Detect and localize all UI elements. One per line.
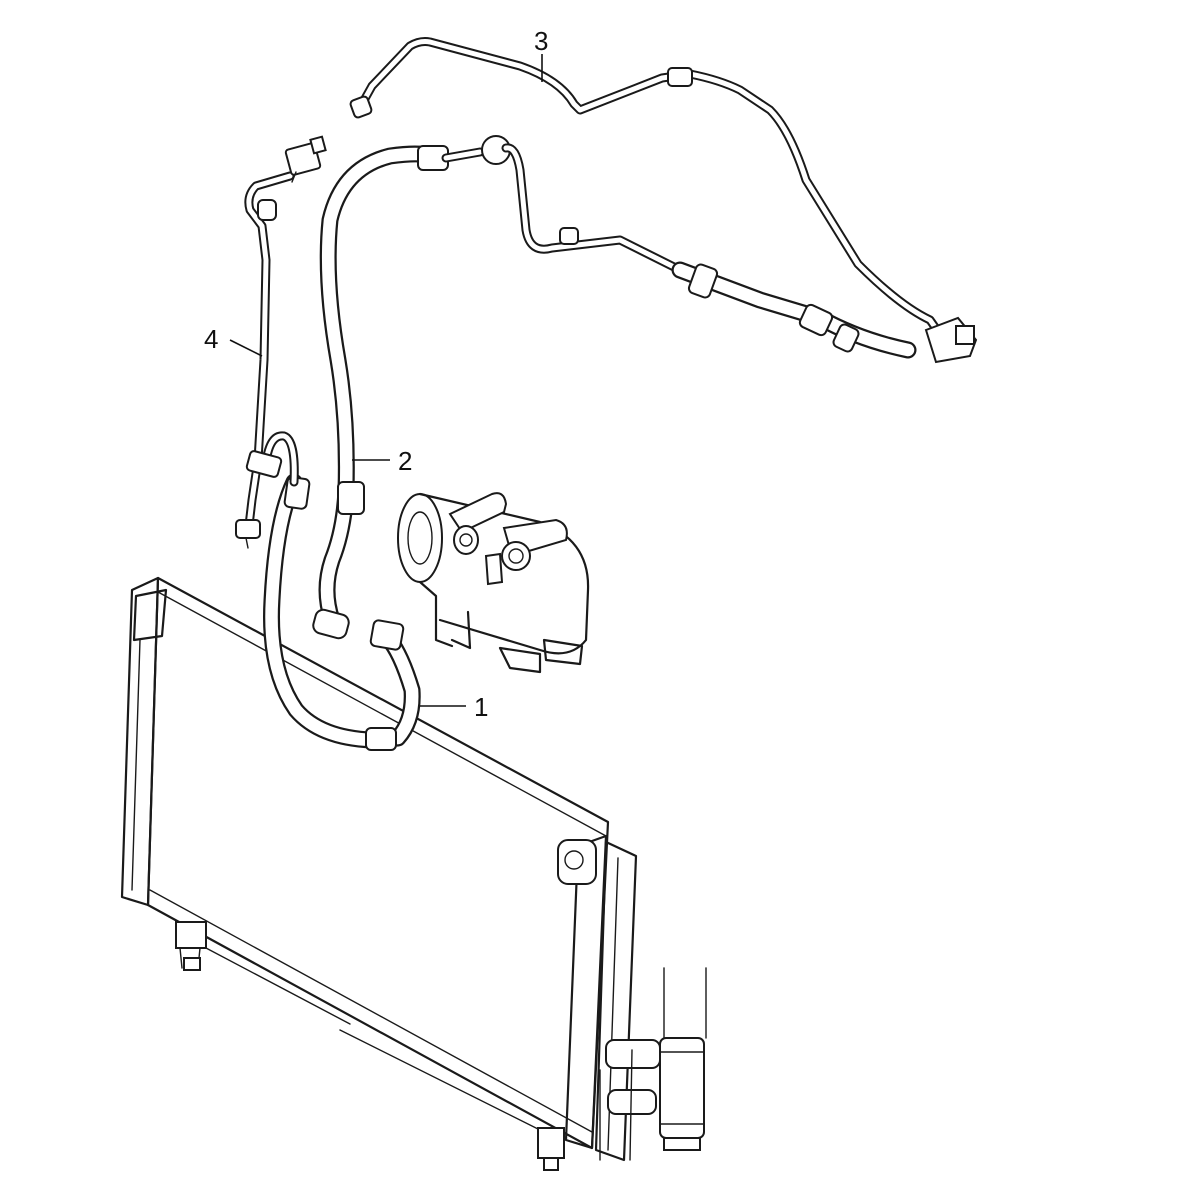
- callout-4-label: 4: [204, 324, 218, 354]
- hose-1-discharge: [261, 431, 421, 751]
- compressor: [397, 492, 590, 674]
- pipe-3-liquid-line: [349, 37, 978, 364]
- condenser: [120, 576, 707, 1171]
- callout-2-label: 2: [398, 446, 412, 476]
- callout-1-label: 1: [474, 692, 488, 722]
- callout-2: 2: [352, 446, 412, 476]
- hose-2-suction: [312, 135, 917, 640]
- callout-3-label: 3: [534, 26, 548, 56]
- pipe-4-pressure-line: [235, 135, 327, 549]
- callout-1: 1: [420, 692, 488, 722]
- callout-4: 4: [204, 324, 263, 357]
- callout-3: 3: [534, 26, 548, 82]
